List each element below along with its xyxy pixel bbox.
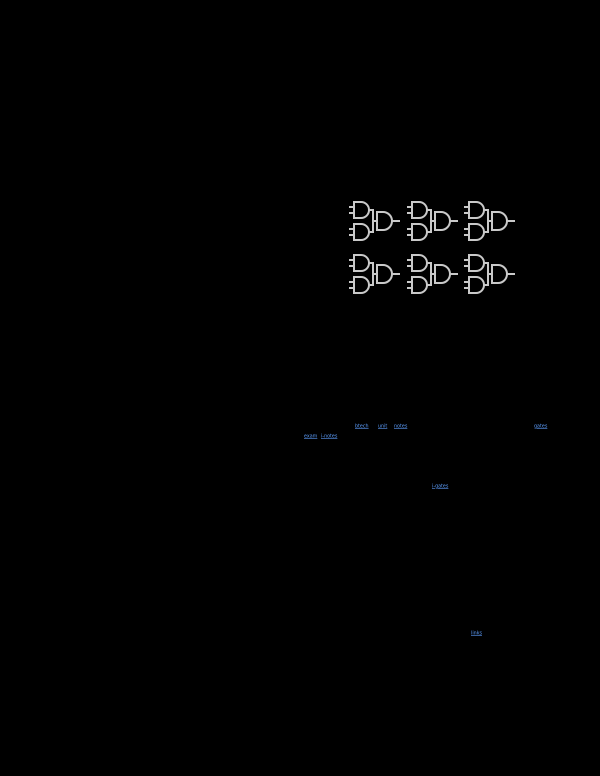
logic-gate-unit — [349, 200, 401, 244]
and-or-gate-schematic-icon — [349, 201, 400, 241]
logic-gate-unit — [349, 253, 401, 297]
document-hyperlink[interactable]: unit — [378, 423, 388, 429]
document-hyperlink[interactable]: notes — [394, 423, 408, 429]
and-or-gate-schematic-icon — [407, 254, 458, 294]
document-hyperlink[interactable]: exam — [304, 433, 318, 439]
document-hyperlink[interactable]: btech — [355, 423, 369, 429]
logic-gate-unit — [464, 253, 516, 297]
and-or-gate-schematic-icon — [349, 254, 400, 294]
document-hyperlink[interactable]: i-notes — [321, 433, 338, 439]
logic-gate-unit — [407, 200, 459, 244]
and-or-gate-schematic-icon — [464, 254, 515, 294]
document-hyperlink[interactable]: gates — [534, 423, 548, 429]
document-hyperlink[interactable]: i-gates — [432, 483, 449, 489]
document-hyperlink[interactable]: links — [471, 630, 482, 636]
logic-gate-unit — [464, 200, 516, 244]
and-or-gate-schematic-icon — [464, 201, 515, 241]
logic-gate-unit — [407, 253, 459, 297]
and-or-gate-schematic-icon — [407, 201, 458, 241]
